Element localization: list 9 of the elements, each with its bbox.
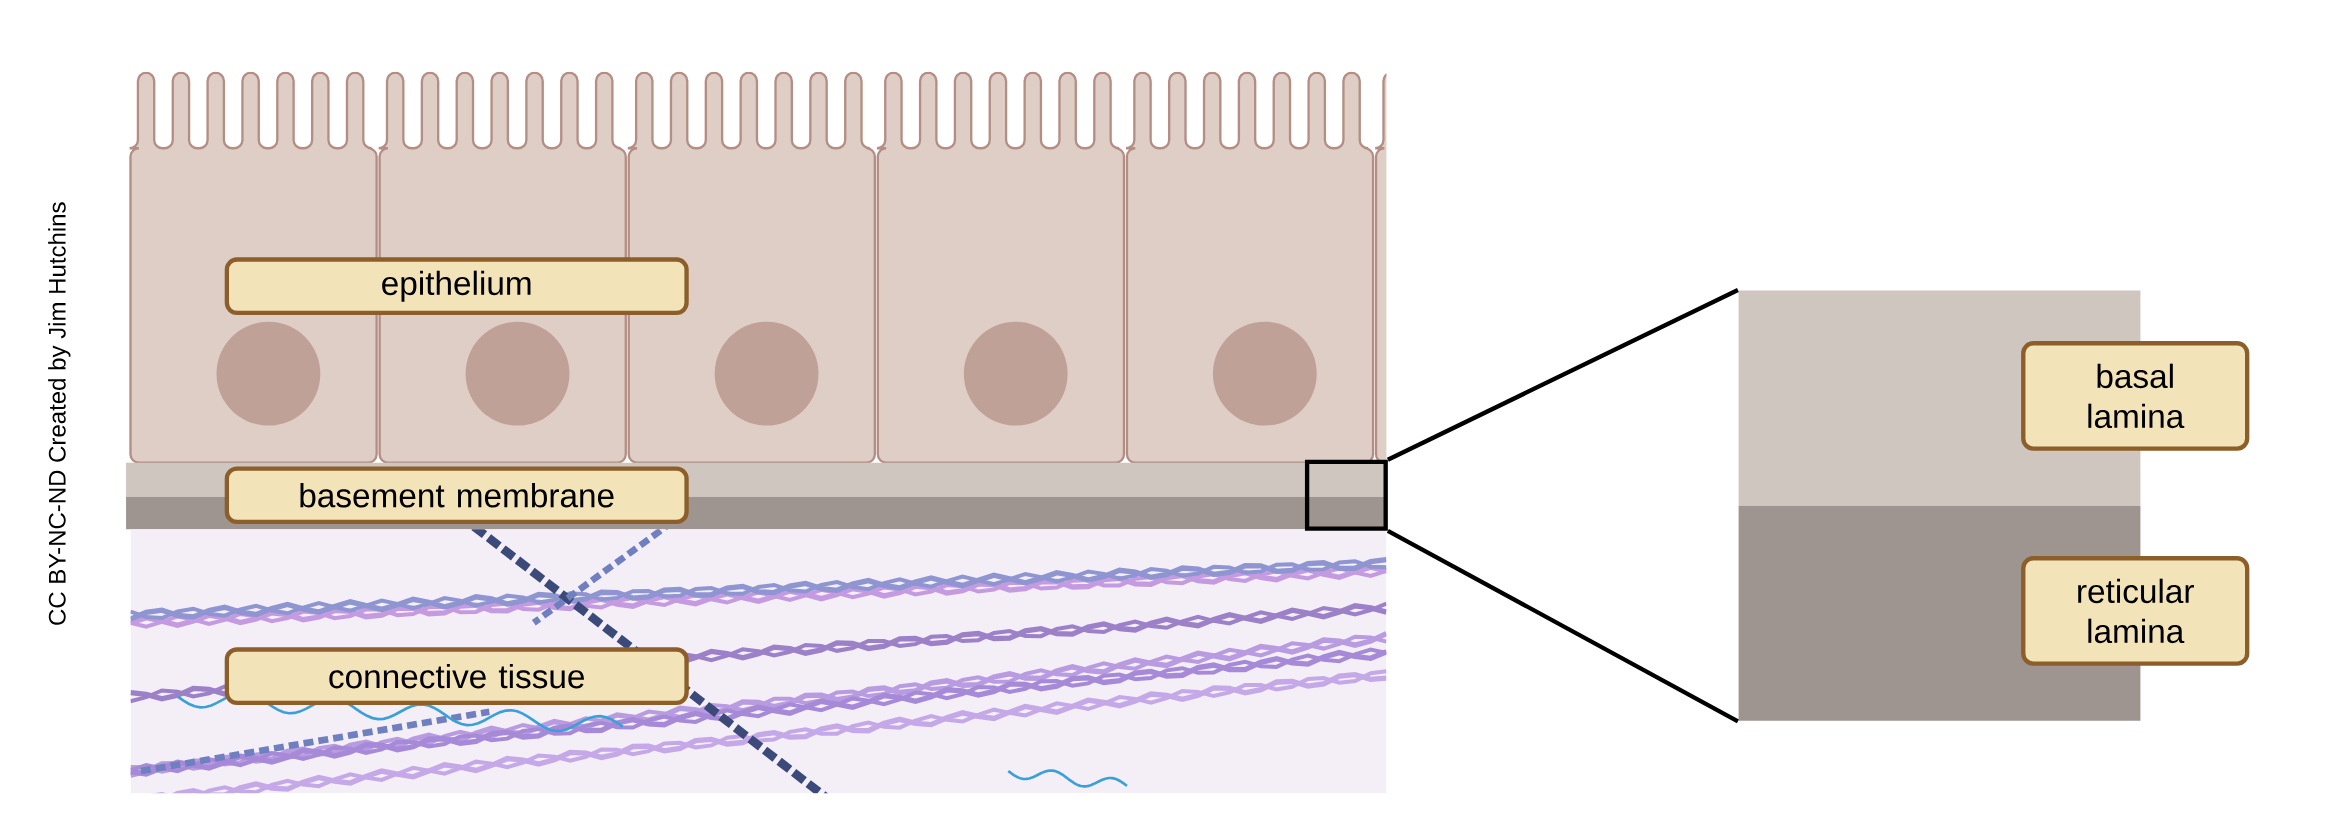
layer-label: basal lamina bbox=[2021, 340, 2250, 451]
tissue-label: connective tissue bbox=[224, 647, 689, 705]
zoom-line bbox=[1386, 528, 1739, 723]
tissue-label: epithelium bbox=[224, 257, 689, 315]
zoom-frame bbox=[1304, 459, 1388, 531]
zoom-line bbox=[1386, 287, 1739, 462]
credit-text: CC BY-NC-ND Created by Jim Hutchins bbox=[48, 202, 71, 625]
tissue-label: basement membrane bbox=[224, 466, 689, 524]
layer-label: reticular lamina bbox=[2021, 555, 2250, 666]
